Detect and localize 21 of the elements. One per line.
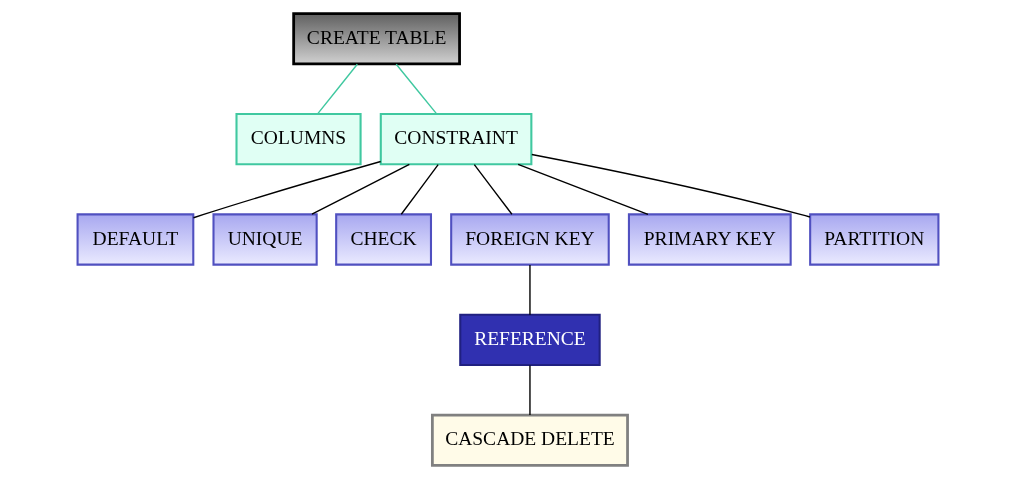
connector [192,160,382,219]
connector [531,153,811,218]
node-box: UNIQUE [212,213,318,266]
node-box: REFERENCE [459,313,601,366]
connector [517,163,649,215]
node-box: DEFAULT [76,213,195,266]
node-box: CREATE TABLE [292,12,461,66]
connector [529,364,531,416]
connector [473,163,513,215]
connector [311,163,411,215]
node-box: CHECK [335,213,433,266]
connector [316,63,358,115]
node-box: CONSTRAINT [379,113,533,166]
node-box: FOREIGN KEY [450,213,610,266]
node-box: COLUMNS [235,113,362,166]
node-box: PARTITION [809,213,940,266]
connector [395,63,438,115]
node-box: PRIMARY KEY [627,213,792,266]
connector [529,264,531,316]
node-box: CASCADE DELETE [430,413,629,467]
connector [400,163,439,215]
